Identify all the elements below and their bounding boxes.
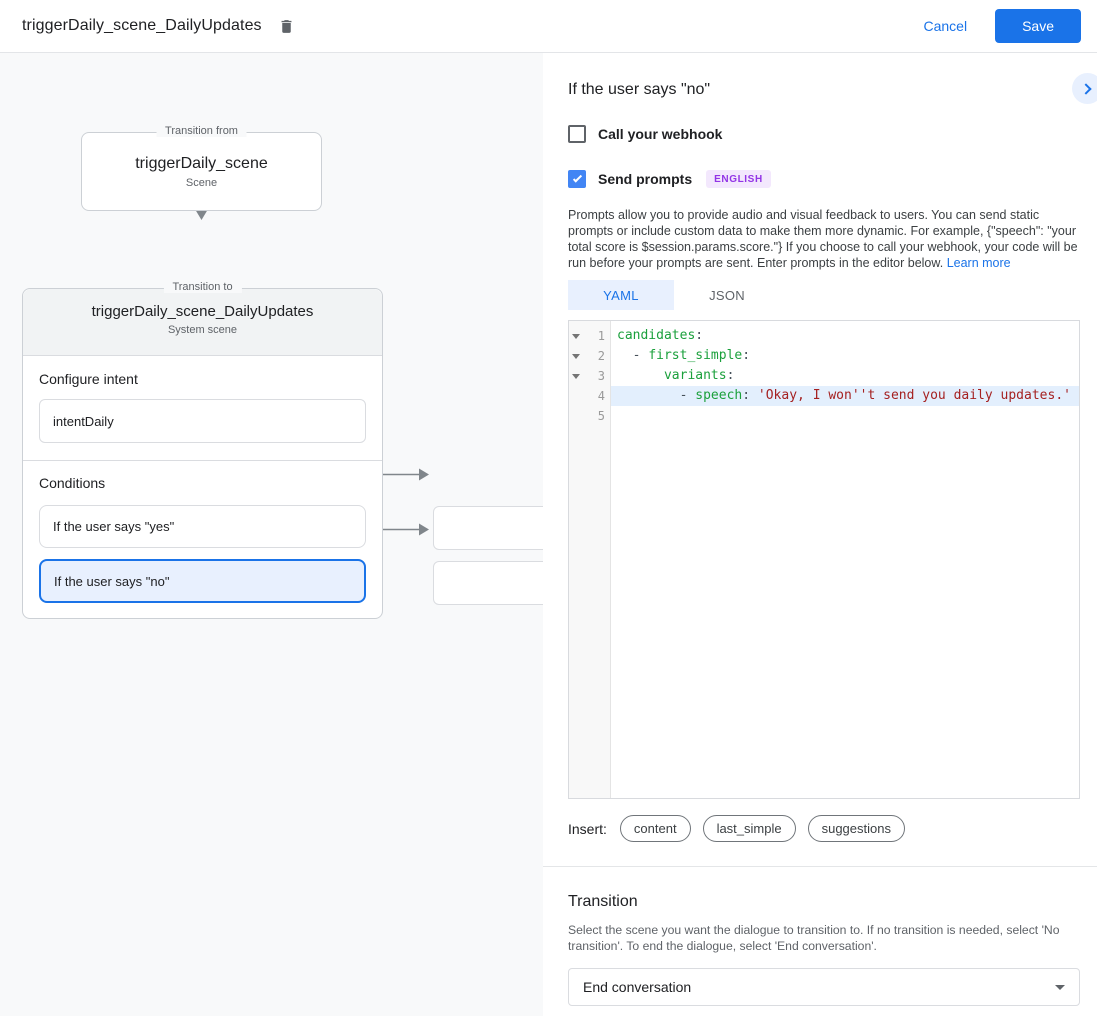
code-area[interactable]: candidates: - first_simple: variants: - … — [611, 321, 1079, 798]
scene-name: triggerDaily_scene_DailyUpdates — [91, 303, 314, 320]
yaml-punctuation: - — [617, 388, 696, 403]
scene-node-body: Configure intent intentDaily Conditions … — [23, 356, 382, 603]
condition-label: If the user says "no" — [54, 573, 170, 589]
page-title: triggerDaily_scene_DailyUpdates — [22, 17, 262, 34]
intent-field[interactable]: intentDaily — [39, 399, 366, 443]
yaml-key: variants — [663, 368, 727, 383]
tab-yaml[interactable]: YAML — [568, 280, 674, 310]
yaml-key: first_simple — [648, 348, 743, 363]
insert-chip-last-simple[interactable]: last_simple — [702, 815, 796, 842]
send-prompts-row: Send prompts ENGLISH — [568, 170, 1080, 188]
description-text: Prompts allow you to provide audio and v… — [568, 208, 1078, 270]
line-number: 1 — [597, 329, 605, 343]
code-line — [611, 406, 1079, 426]
main-content: Transition from triggerDaily_scene Scene… — [0, 53, 1097, 1016]
fold-icon[interactable] — [569, 374, 583, 379]
dropdown-caret-icon — [1055, 984, 1065, 990]
condition-item-no[interactable]: If the user says "no" — [39, 559, 366, 603]
fold-icon[interactable] — [569, 354, 583, 359]
configure-intent-label: Configure intent — [39, 371, 138, 387]
prompts-description: Prompts allow you to provide audio and v… — [568, 207, 1080, 271]
conditions-label: Conditions — [39, 475, 106, 491]
gutter-row: 4 — [569, 386, 610, 406]
insert-label: Insert: — [568, 820, 607, 837]
yaml-punctuation — [617, 368, 664, 383]
yaml-punctuation: : — [695, 328, 704, 343]
transition-from-node[interactable]: Transition from triggerDaily_scene Scene — [81, 125, 322, 211]
insert-row: Insert: content last_simple suggestions — [568, 815, 1080, 842]
scene-diagram-canvas: Transition from triggerDaily_scene Scene… — [0, 53, 543, 1016]
editor-gutter: 1 2 3 4 — [569, 321, 611, 798]
yaml-punctuation: : — [742, 388, 758, 403]
intent-value: intentDaily — [53, 413, 114, 429]
scene-type: System scene — [167, 324, 238, 336]
condition-item-yes[interactable]: If the user says "yes" — [39, 505, 366, 548]
yaml-punctuation: - — [617, 348, 649, 363]
transition-title: Transition — [568, 893, 638, 910]
editor-format-tabs: YAML JSON — [568, 280, 1080, 310]
check-icon — [572, 173, 583, 183]
delete-button[interactable] — [278, 17, 295, 36]
trash-icon — [278, 17, 295, 36]
gutter-row: 3 — [569, 366, 610, 386]
send-prompts-checkbox[interactable] — [568, 170, 586, 188]
webhook-row: Call your webhook — [568, 125, 1080, 143]
scene-node-header[interactable]: triggerDaily_scene_DailyUpdates System s… — [23, 289, 382, 356]
chevron-right-icon — [1080, 83, 1092, 95]
gutter-row: 1 — [569, 326, 610, 346]
line-number: 4 — [597, 389, 605, 403]
yaml-punctuation: : — [742, 348, 751, 363]
condition-title: If the user says "no" — [568, 81, 711, 98]
webhook-label: Call your webhook — [598, 126, 723, 142]
transition-section: Transition Select the scene you want the… — [543, 893, 1097, 1006]
transition-select[interactable]: End conversation — [568, 968, 1080, 1006]
divider — [23, 460, 382, 461]
gutter-row: 2 — [569, 346, 610, 366]
condition-detail-panel: If the user says "no" Call your webhook … — [543, 53, 1097, 1016]
prompts-section: If the user says "no" Call your webhook … — [543, 81, 1097, 866]
transition-to-legend: Transition to — [163, 281, 242, 293]
learn-more-link[interactable]: Learn more — [946, 256, 1011, 270]
code-line: - first_simple: — [611, 346, 1079, 366]
yaml-key: speech — [695, 388, 743, 403]
transition-to-node: Transition to triggerDaily_scene_DailyUp… — [22, 281, 383, 619]
collapse-panel-button[interactable] — [1072, 73, 1097, 104]
transition-from-legend: Transition from — [156, 125, 247, 137]
yaml-code-editor[interactable]: 1 2 3 4 — [568, 320, 1080, 799]
webhook-checkbox[interactable] — [568, 125, 586, 143]
code-line: variants: — [611, 366, 1079, 386]
transition-select-value: End conversation — [583, 979, 692, 995]
yaml-punctuation: : — [726, 368, 735, 383]
cancel-button[interactable]: Cancel — [909, 10, 981, 42]
insert-chip-suggestions[interactable]: suggestions — [807, 815, 905, 842]
transition-target-box[interactable] — [433, 506, 543, 550]
line-number: 5 — [597, 409, 605, 423]
condition-label: If the user says "yes" — [53, 519, 175, 534]
line-number: 2 — [597, 349, 605, 363]
code-line-active: - speech: 'Okay, I won''t send you daily… — [611, 386, 1079, 406]
transition-description: Select the scene you want the dialogue t… — [568, 923, 1060, 953]
gutter-row: 5 — [569, 406, 610, 426]
divider — [543, 866, 1097, 867]
language-badge: ENGLISH — [706, 170, 771, 188]
scene-type: Scene — [185, 177, 218, 189]
tab-json[interactable]: JSON — [674, 280, 780, 310]
save-button[interactable]: Save — [995, 9, 1081, 43]
fold-icon[interactable] — [569, 334, 583, 339]
send-prompts-label: Send prompts — [598, 171, 693, 187]
insert-chip-content[interactable]: content — [619, 815, 691, 842]
topbar: triggerDaily_scene_DailyUpdates Cancel S… — [0, 0, 1097, 53]
transition-target-box[interactable] — [433, 561, 543, 605]
code-line: candidates: — [611, 326, 1079, 346]
scene-name: triggerDaily_scene — [135, 155, 268, 172]
yaml-string: 'Okay, I won''t send you daily updates.' — [757, 388, 1071, 403]
yaml-key: candidates — [617, 328, 696, 343]
line-number: 3 — [597, 369, 605, 383]
